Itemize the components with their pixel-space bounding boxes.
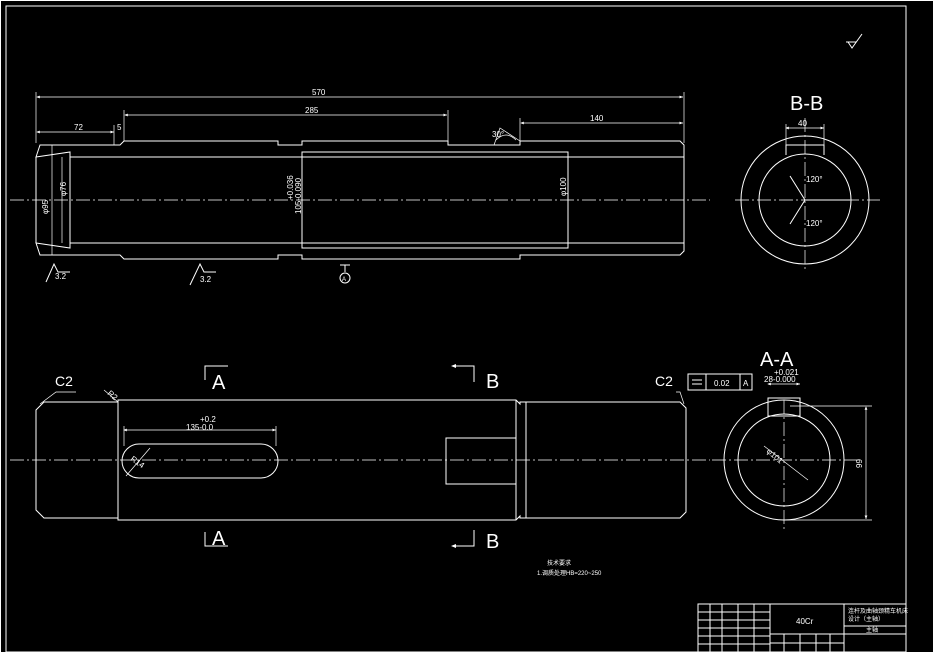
section-b-b: B-B 40 120° 120° xyxy=(735,93,880,270)
keyway-slot xyxy=(121,443,279,479)
notes-line1: 1.调质处理HB=220~250 xyxy=(537,569,602,577)
cut-b-top: B xyxy=(486,371,499,393)
aa-keyway xyxy=(767,397,801,417)
bb-outer-circle xyxy=(740,135,870,265)
bb-angle-2: 120° xyxy=(806,219,823,228)
dim-left: 72 xyxy=(74,123,83,132)
flat-section xyxy=(445,437,517,485)
aa-height: 99 xyxy=(855,459,864,468)
main-section-view: 570 285 72 5 140 30° φ95 φ76 +0.036 105-… xyxy=(10,88,710,286)
lower-wall-hatch xyxy=(35,242,685,260)
bb-angle-1: 120° xyxy=(806,175,823,184)
aa-key-tol: +0.021 xyxy=(774,368,799,377)
tolerance-frame: 0.02 A xyxy=(687,373,753,391)
chamfer-right: C2 xyxy=(655,373,673,389)
svg-text:A: A xyxy=(342,277,346,283)
cut-a-top: A xyxy=(212,372,226,394)
roughness-symbol-general xyxy=(846,33,863,49)
bore-tol-upper: +0.036 xyxy=(286,175,295,200)
technical-notes: 技术要求 1.调质处理HB=220~250 xyxy=(537,559,602,577)
dia-bore-left: φ76 xyxy=(59,181,68,196)
tb-name-line1: 连杆及曲轴颈精车机床 xyxy=(848,607,908,615)
keyway-tol: +0.2 xyxy=(200,415,216,424)
dim-step: 5 xyxy=(117,123,122,132)
tb-material: 40Cr xyxy=(796,617,814,626)
title-block: 40Cr 连杆及曲轴颈精车机床 设计（主轴） 主轴 xyxy=(697,603,908,653)
datum-symbol: A xyxy=(339,264,351,284)
inner-frame xyxy=(5,5,907,653)
section-a-a: A-A +0.021 28-0.000 φ101 99 xyxy=(712,349,872,530)
svg-text:A: A xyxy=(743,379,749,388)
angle-chamfer: 30° xyxy=(492,130,504,139)
dim-right: 140 xyxy=(590,114,604,123)
tb-name-line2: 设计（主轴） xyxy=(848,615,884,623)
notes-heading: 技术要求 xyxy=(547,559,571,567)
section-aa-title: A-A xyxy=(760,349,794,371)
side-view: +0.2 135-0.0 R14 C2 C2 R2 A A B B 0.02 xyxy=(10,364,753,553)
bb-dim-width: 40 xyxy=(798,119,807,128)
svg-text:3.2: 3.2 xyxy=(200,275,212,284)
cut-b-bottom: B xyxy=(486,531,499,553)
svg-text:0.02: 0.02 xyxy=(714,379,730,388)
roughness-mark-2: 3.2 xyxy=(189,262,216,286)
aa-key-width: 28-0.000 xyxy=(764,375,796,384)
keyway-len: 135-0.0 xyxy=(186,423,214,432)
upper-wall-hatch xyxy=(35,140,685,158)
dia-outer: φ95 xyxy=(41,199,50,214)
roughness-mark-1: 3.2 xyxy=(45,262,70,283)
chamfer-left: C2 xyxy=(55,373,73,389)
aa-dia: φ101 xyxy=(765,447,785,466)
bb-inner-circle xyxy=(758,153,852,247)
dim-mid: 285 xyxy=(305,106,319,115)
dia-right: φ100 xyxy=(559,177,568,196)
svg-text:3.2: 3.2 xyxy=(55,272,67,281)
tb-part: 主轴 xyxy=(866,626,878,634)
section-bb-title: B-B xyxy=(790,93,823,115)
dim-overall: 570 xyxy=(312,88,326,97)
bore-tol-lower: 105-0.090 xyxy=(294,177,303,214)
aa-inner-circle xyxy=(737,413,831,507)
cut-a-bottom: A xyxy=(212,528,226,550)
